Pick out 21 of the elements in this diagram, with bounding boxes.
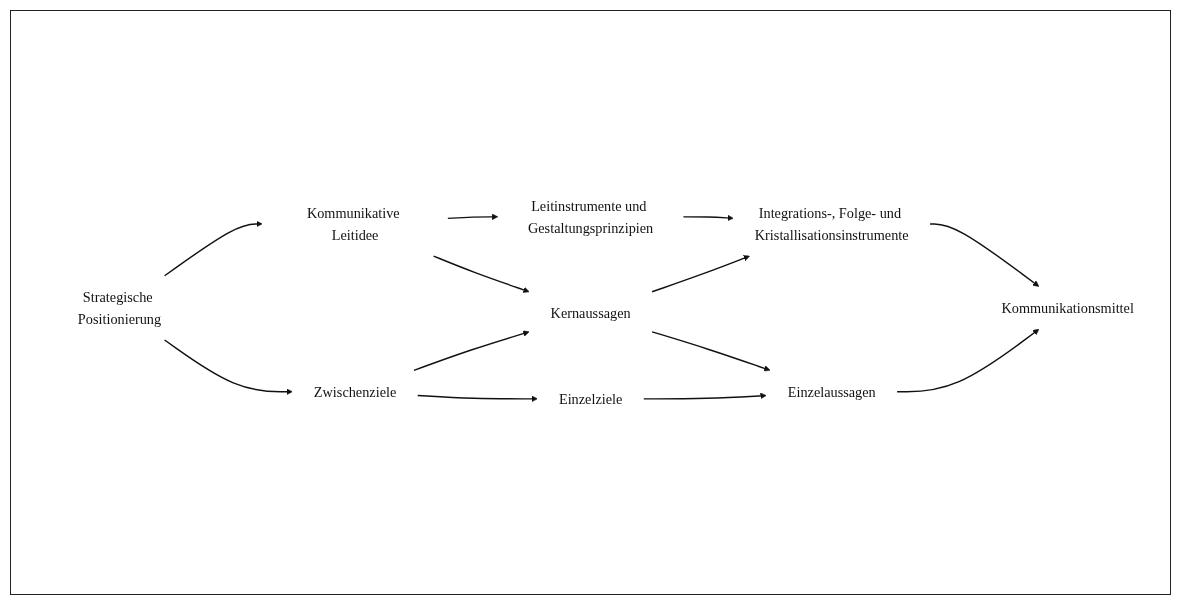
- arrow: [928, 223, 1039, 287]
- node-text: Zwischenziele: [313, 383, 396, 400]
- arrow: [650, 255, 750, 293]
- arrow: [650, 331, 770, 372]
- arrow: [412, 330, 529, 372]
- arrow: [895, 329, 1039, 393]
- node-text: Kommunikative Leitidee: [306, 205, 400, 243]
- node-text: Kernaussagen: [550, 305, 631, 322]
- arrow: [642, 392, 767, 400]
- arrow: [416, 394, 538, 402]
- arrow: [432, 255, 529, 293]
- arrow: [446, 213, 498, 220]
- node-text: Einzelziele: [558, 391, 622, 407]
- arrow: [163, 339, 293, 395]
- node-text: Einzelaussagen: [787, 383, 876, 400]
- node-text: Kommunikationsmittel: [1000, 300, 1134, 316]
- node-text: Strategische Positionierung: [77, 289, 161, 327]
- arrow: [682, 214, 734, 222]
- node-text: Integrations-, Folge- und Kristallisationsinstrumente: [754, 205, 909, 243]
- node-text: Leitinstrumente und Gestaltungsprinzipien: [527, 198, 653, 236]
- arrow: [163, 220, 263, 277]
